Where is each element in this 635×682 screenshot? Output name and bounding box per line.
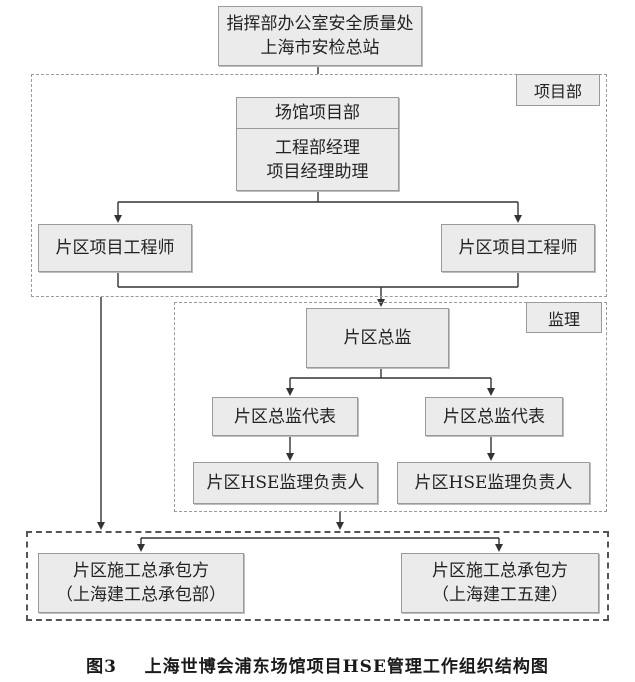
manager-box: 工程部经理 项目经理助理 [236,128,399,191]
project-dept-region [31,74,607,297]
chief-rep-left-box: 片区总监代表 [212,397,358,436]
contractor-right-line1: 片区施工总承包方 [432,561,568,581]
project-dept-tag: 项目部 [516,74,600,106]
figure-caption: 图3 上海世博会浦东场馆项目HSE管理工作组织结构图 [0,652,635,677]
figure-title: 上海世博会浦东场馆项目HSE管理工作组织结构图 [144,657,549,677]
contractor-left-line1: 片区施工总承包方 [73,561,209,581]
contractors-region [26,531,609,621]
contractor-left-box: 片区施工总承包方 （上海建工总承包部） [38,553,244,613]
top-box-line1: 指挥部办公室安全质量处 [226,14,414,34]
contractor-right-box: 片区施工总承包方 （上海建工五建） [401,553,599,613]
manager-box-line2: 项目经理助理 [266,161,369,182]
top-box-line2: 上海市安检总站 [260,38,380,58]
area-chief-supervisor-box: 片区总监 [306,308,449,368]
manager-box-line1: 工程部经理 [275,137,360,158]
supervision-tag: 监理 [526,302,602,333]
area-engineer-left-box: 片区项目工程师 [38,224,192,272]
figure-number: 图3 [86,657,117,677]
venue-project-dept-box: 场馆项目部 [236,97,399,129]
contractor-right-line2: （上海建工五建） [432,585,568,605]
contractor-left-line2: （上海建工总承包部） [56,585,226,605]
chief-rep-right-box: 片区总监代表 [425,397,563,436]
hse-lead-left-box: 片区HSE监理负责人 [193,462,378,504]
area-engineer-right-box: 片区项目工程师 [441,224,595,272]
safety-quality-office-box: 指挥部办公室安全质量处 上海市安检总站 [218,6,422,66]
supervision-region [174,302,607,512]
hse-lead-right-box: 片区HSE监理负责人 [397,462,590,504]
